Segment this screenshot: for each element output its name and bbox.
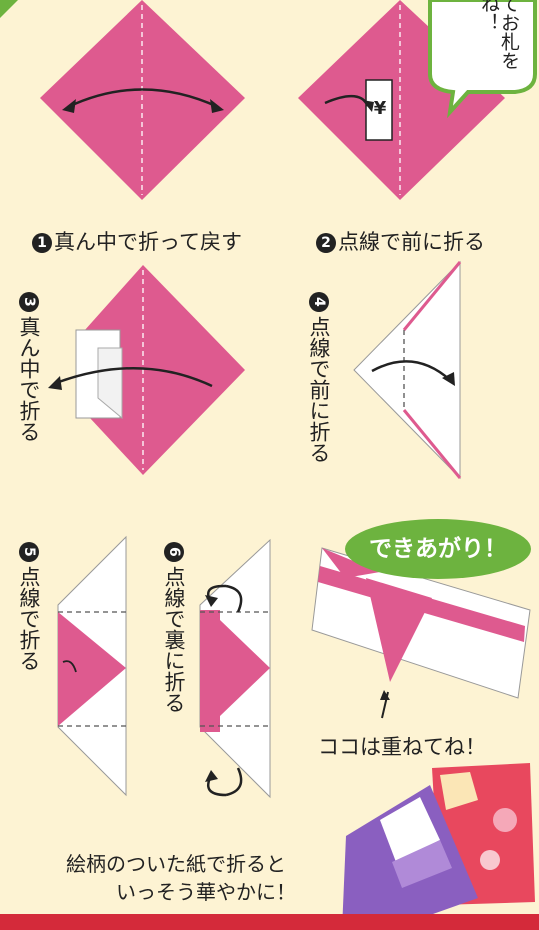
step5-label: 5 点線で折る	[13, 542, 41, 671]
patterned-envelope-photo	[342, 763, 535, 930]
bottom-banner	[0, 914, 539, 930]
step1-diagram	[40, 0, 245, 200]
step5-number: 5	[19, 542, 39, 562]
step4-text: 点線で前に折る	[307, 316, 331, 463]
step3-label: 3 真ん中で折る	[13, 292, 41, 442]
step3-diagram	[48, 265, 245, 475]
step3-text: 真ん中で折る	[17, 316, 41, 442]
step4-number: 4	[309, 292, 329, 312]
step3-number: 3	[19, 292, 39, 312]
step2-text: 点線で前に折る	[338, 230, 485, 254]
step4-diagram	[353, 260, 462, 480]
step2-number: 2	[316, 233, 336, 253]
step1-text: 真ん中で折って戻す	[54, 230, 242, 254]
step6-label: 6 点線で裏に折る	[158, 542, 186, 713]
corner-accent	[0, 0, 18, 18]
speech-bubble	[428, 0, 537, 119]
step6-diagram	[199, 538, 271, 799]
step1-number: 1	[32, 233, 52, 253]
bubble-text: てお札をね！	[478, 0, 520, 70]
caption-line1: 絵柄のついた紙で折ると	[66, 852, 286, 876]
caption-line2: いっそう華やかに！	[116, 880, 296, 904]
step6-number: 6	[164, 542, 184, 562]
step5-text: 点線で折る	[17, 566, 41, 671]
done-badge: できあがり！	[345, 519, 531, 579]
step5-diagram	[57, 535, 127, 797]
yen-bill-symbol: ¥	[373, 98, 387, 119]
overlap-note: ココは重ねてね！	[318, 735, 486, 759]
finished-envelope	[311, 547, 531, 719]
step4-label: 4 点線で前に折る	[303, 292, 331, 463]
step6-text: 点線で裏に折る	[162, 566, 186, 713]
